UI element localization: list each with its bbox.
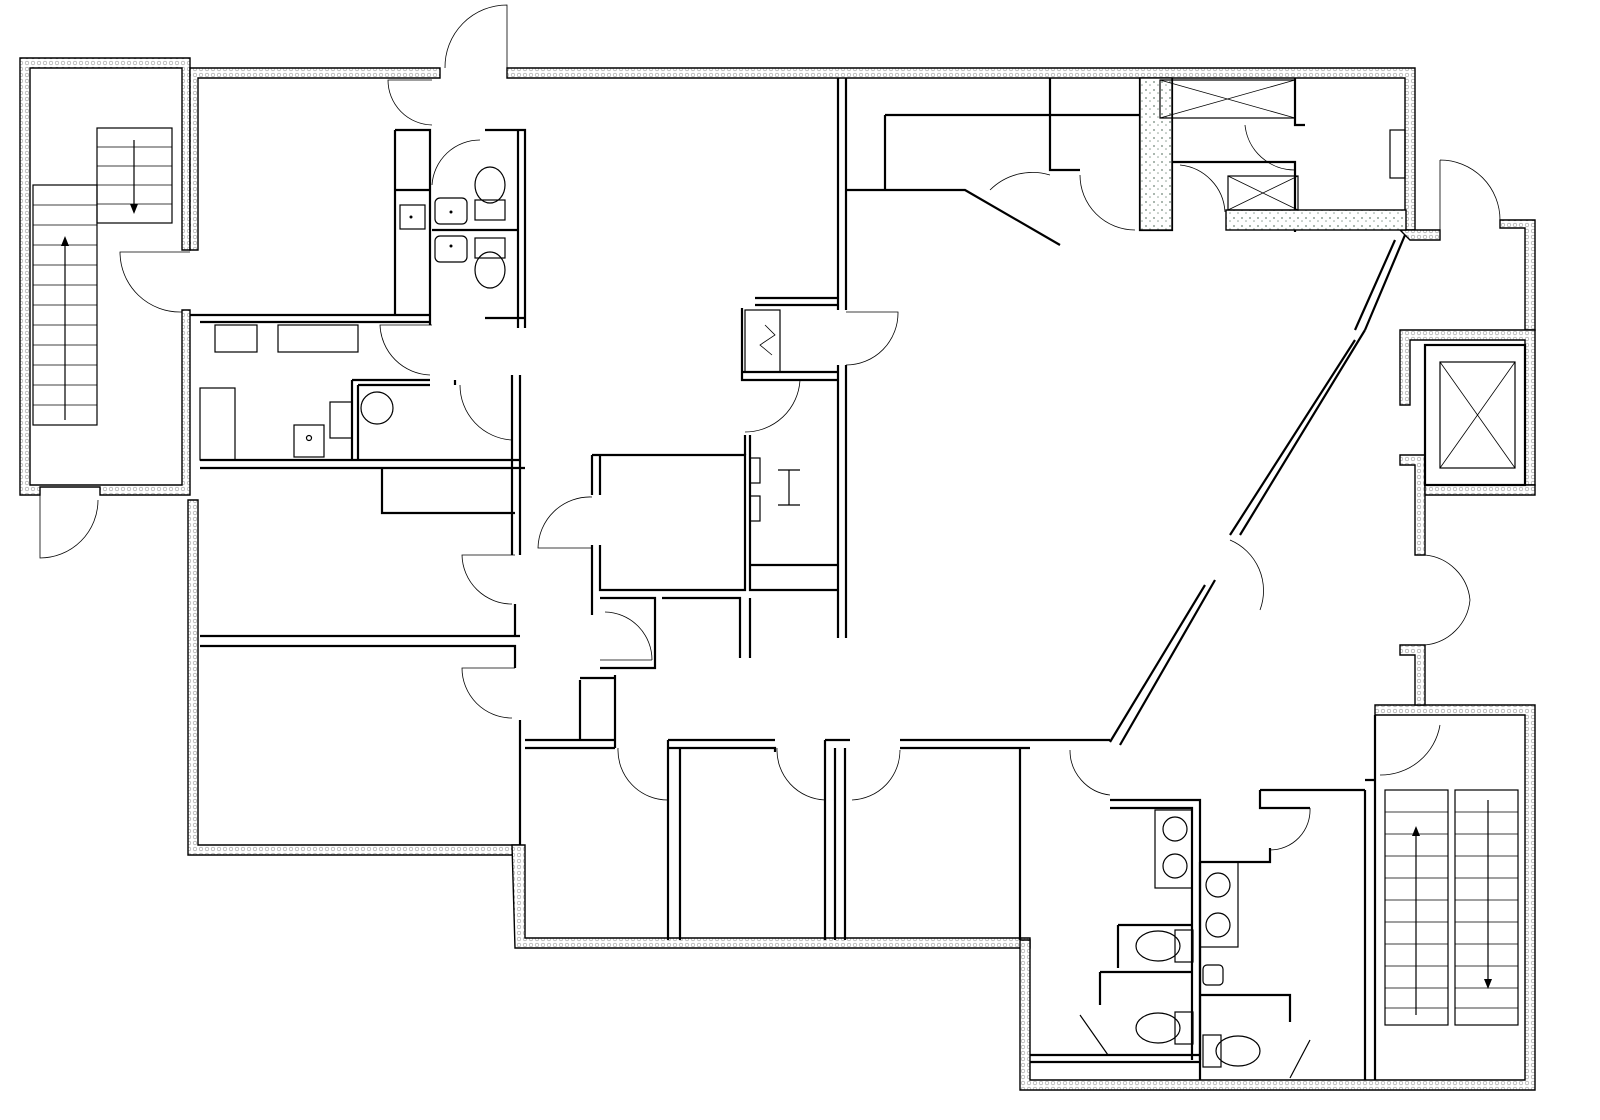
toilet xyxy=(1202,1034,1261,1068)
stair-right xyxy=(1384,789,1519,1026)
sink xyxy=(434,197,468,225)
toilet xyxy=(474,237,506,289)
stair-treads xyxy=(1385,811,1518,1009)
toilet xyxy=(1135,1011,1194,1045)
sink xyxy=(399,204,426,230)
elevator-shaft xyxy=(1423,343,1527,487)
interior-walls xyxy=(190,77,1407,1080)
plumbing-fixtures xyxy=(199,166,1261,1068)
toilet xyxy=(1135,929,1194,963)
toilet xyxy=(474,166,506,221)
stair-left xyxy=(32,127,173,559)
door-swings xyxy=(119,4,1501,851)
sink xyxy=(434,235,468,263)
